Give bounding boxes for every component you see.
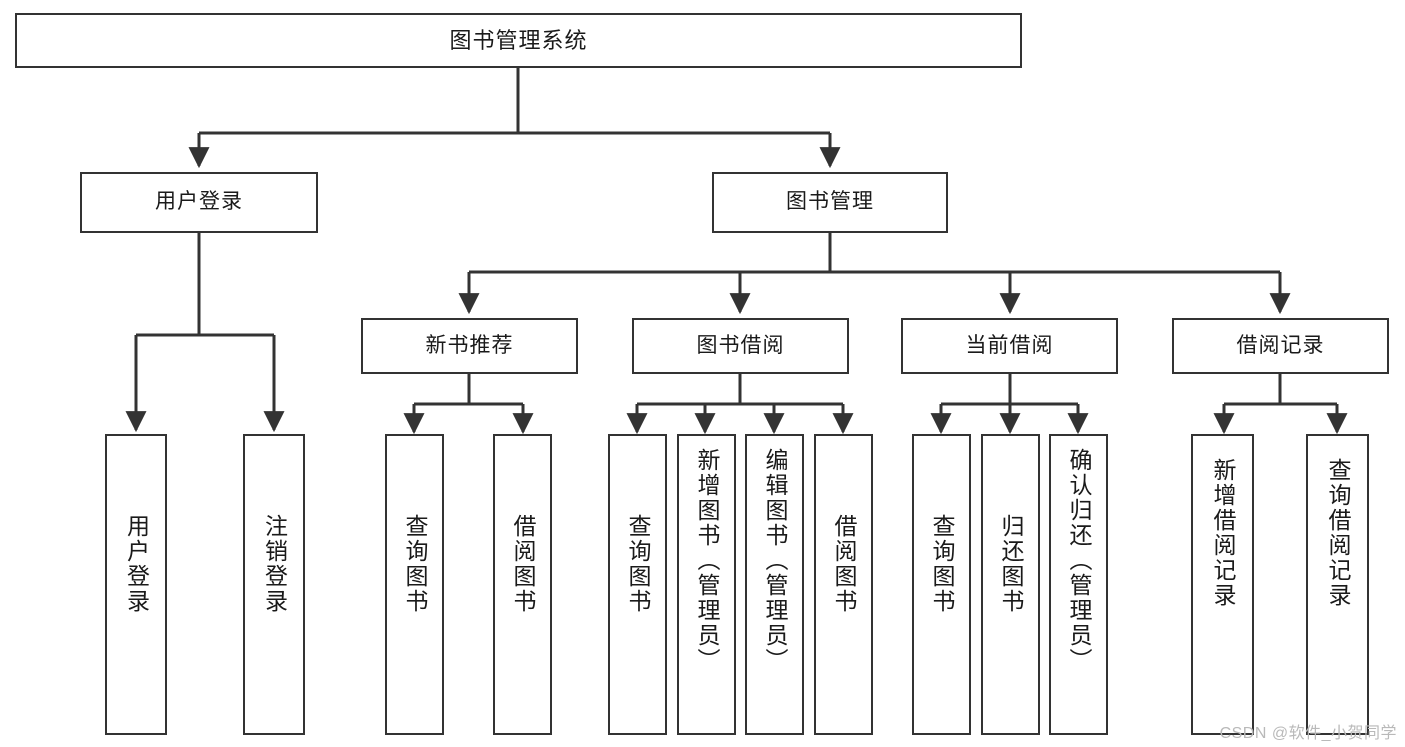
node-leaf-borrow-book-recommend-label: 借阅图书 <box>510 514 536 614</box>
csdn-watermark: CSDN @软件_小贺同学 <box>1219 725 1397 742</box>
node-leaf-query-borrow-record[interactable]: 查询借阅记录 <box>1306 434 1369 735</box>
node-current-borrow[interactable]: 当前借阅 <box>901 318 1118 374</box>
node-leaf-logout[interactable]: 注销登录 <box>243 434 305 735</box>
node-borrow-record[interactable]: 借阅记录 <box>1172 318 1389 374</box>
node-leaf-borrow-book-recommend[interactable]: 借阅图书 <box>493 434 552 735</box>
node-root-system[interactable]: 图书管理系统 <box>15 13 1022 68</box>
node-user-login[interactable]: 用户登录 <box>80 172 318 233</box>
node-leaf-add-book-admin-label: 新增图书（管理员） <box>694 448 720 673</box>
node-leaf-logout-label: 注销登录 <box>261 514 288 614</box>
node-book-borrow[interactable]: 图书借阅 <box>632 318 849 374</box>
node-leaf-query-book-borrow[interactable]: 查询图书 <box>608 434 667 735</box>
node-leaf-query-book-recommend[interactable]: 查询图书 <box>385 434 444 735</box>
node-leaf-return-book-label: 归还图书 <box>998 514 1024 614</box>
node-leaf-edit-book-admin[interactable]: 编辑图书（管理员） <box>745 434 804 735</box>
node-leaf-borrow-book[interactable]: 借阅图书 <box>814 434 873 735</box>
node-current-borrow-label: 当前借阅 <box>965 333 1054 357</box>
node-borrow-record-label: 借阅记录 <box>1236 333 1325 357</box>
node-root-system-label: 图书管理系统 <box>449 27 588 53</box>
node-leaf-add-book-admin[interactable]: 新增图书（管理员） <box>677 434 736 735</box>
node-leaf-user-login[interactable]: 用户登录 <box>105 434 167 735</box>
node-leaf-borrow-book-label: 借阅图书 <box>831 514 857 614</box>
node-leaf-user-login-label: 用户登录 <box>123 514 150 614</box>
node-new-book-recommend[interactable]: 新书推荐 <box>361 318 578 374</box>
node-book-borrow-label: 图书借阅 <box>696 333 785 357</box>
node-book-management[interactable]: 图书管理 <box>712 172 948 233</box>
node-leaf-confirm-return-admin-label: 确认归还（管理员） <box>1066 448 1092 673</box>
node-leaf-add-borrow-record[interactable]: 新增借阅记录 <box>1191 434 1254 735</box>
node-book-management-label: 图书管理 <box>786 190 874 214</box>
node-leaf-confirm-return-admin[interactable]: 确认归还（管理员） <box>1049 434 1108 735</box>
node-leaf-query-book-current[interactable]: 查询图书 <box>912 434 971 735</box>
node-leaf-query-book-recommend-label: 查询图书 <box>402 514 428 614</box>
node-leaf-query-book-current-label: 查询图书 <box>929 514 955 614</box>
node-leaf-query-borrow-record-label: 查询借阅记录 <box>1325 458 1351 608</box>
node-leaf-query-book-borrow-label: 查询图书 <box>625 514 651 614</box>
node-leaf-return-book[interactable]: 归还图书 <box>981 434 1040 735</box>
node-leaf-edit-book-admin-label: 编辑图书（管理员） <box>762 448 788 673</box>
node-leaf-add-borrow-record-label: 新增借阅记录 <box>1210 458 1236 608</box>
node-user-login-label: 用户登录 <box>155 190 243 214</box>
node-new-book-recommend-label: 新书推荐 <box>425 333 514 357</box>
